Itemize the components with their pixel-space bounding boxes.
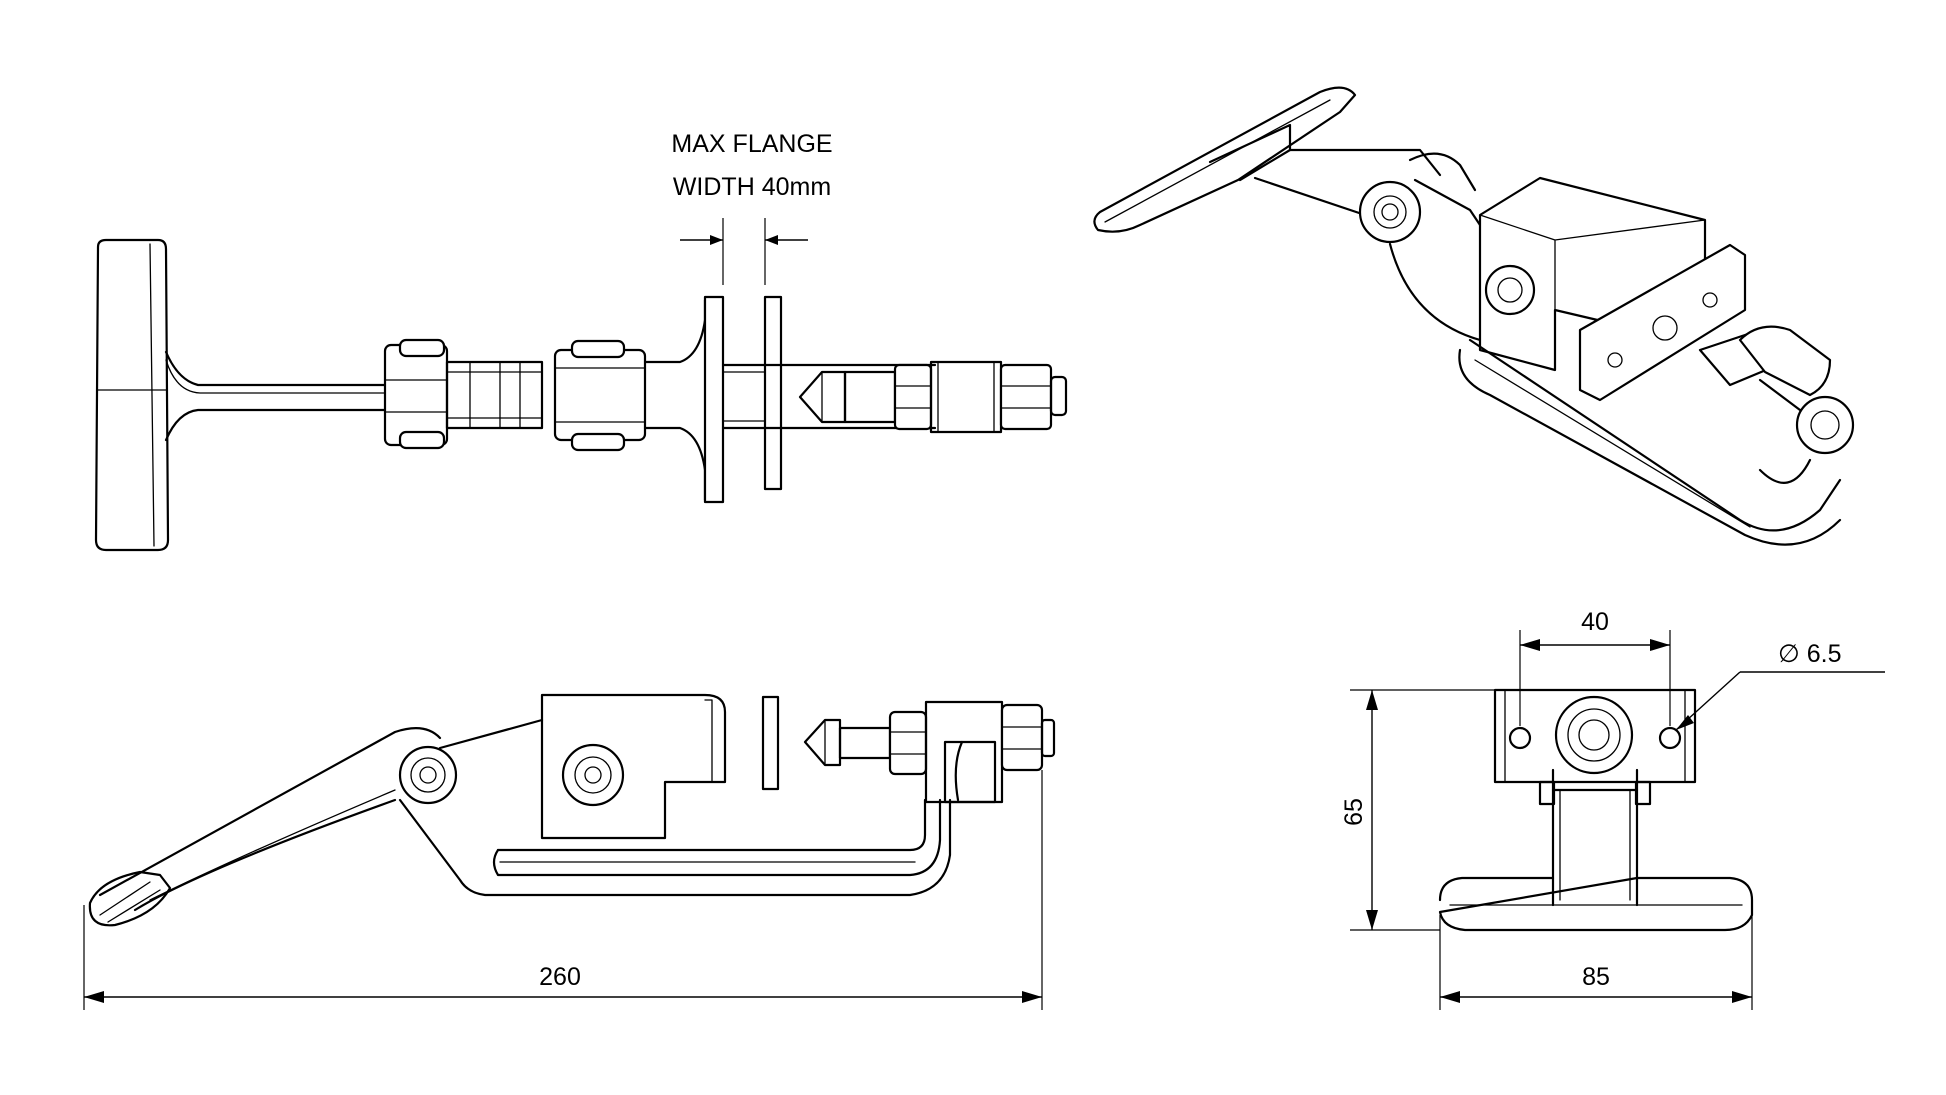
iso-pivot-1 — [1358, 180, 1422, 244]
end-view — [1350, 630, 1885, 1010]
t-handle-grip — [94, 238, 170, 552]
flange — [763, 295, 783, 491]
clamp-plate — [703, 295, 725, 504]
iso-spindle-end — [1795, 395, 1855, 455]
spindle-tip-side — [803, 718, 842, 767]
dimension-overall-length: 260 — [539, 963, 581, 991]
end-view-handle — [1438, 876, 1754, 932]
iso-u-frame — [1468, 338, 1842, 532]
dimension-hole-spacing: 40 — [1581, 608, 1609, 636]
lock-nut-outer — [999, 363, 1053, 431]
lock-nut-side — [888, 710, 928, 776]
iso-lever — [1093, 86, 1357, 233]
flange-note-line2: WIDTH 40mm — [673, 173, 831, 201]
dimension-height: 65 — [1340, 798, 1368, 826]
clamp-body — [540, 693, 727, 840]
flange-note-line1: MAX FLANGE — [671, 130, 832, 158]
pivot-pin-rear — [561, 743, 625, 807]
mount-hole-right — [1658, 726, 1682, 750]
iso-pivot-2 — [1484, 264, 1536, 316]
dimension-base-width: 85 — [1582, 963, 1610, 991]
side-view — [83, 693, 1056, 1010]
pivot-block-left — [383, 343, 449, 447]
lever-arm — [98, 727, 442, 897]
isometric-view — [1093, 86, 1855, 546]
u-frame — [496, 798, 927, 852]
mount-hole-left — [1508, 726, 1532, 750]
handle-stem — [164, 350, 387, 387]
lock-nut-inner — [893, 363, 933, 431]
top-view — [94, 218, 1068, 552]
pivot-block-right — [553, 348, 647, 442]
flange-side — [761, 695, 780, 791]
lever-grip — [88, 870, 172, 927]
dimension-hole-diameter: ∅ 6.5 — [1778, 640, 1841, 668]
pivot-pin-front — [398, 745, 458, 805]
end-view-stud — [1554, 695, 1634, 775]
